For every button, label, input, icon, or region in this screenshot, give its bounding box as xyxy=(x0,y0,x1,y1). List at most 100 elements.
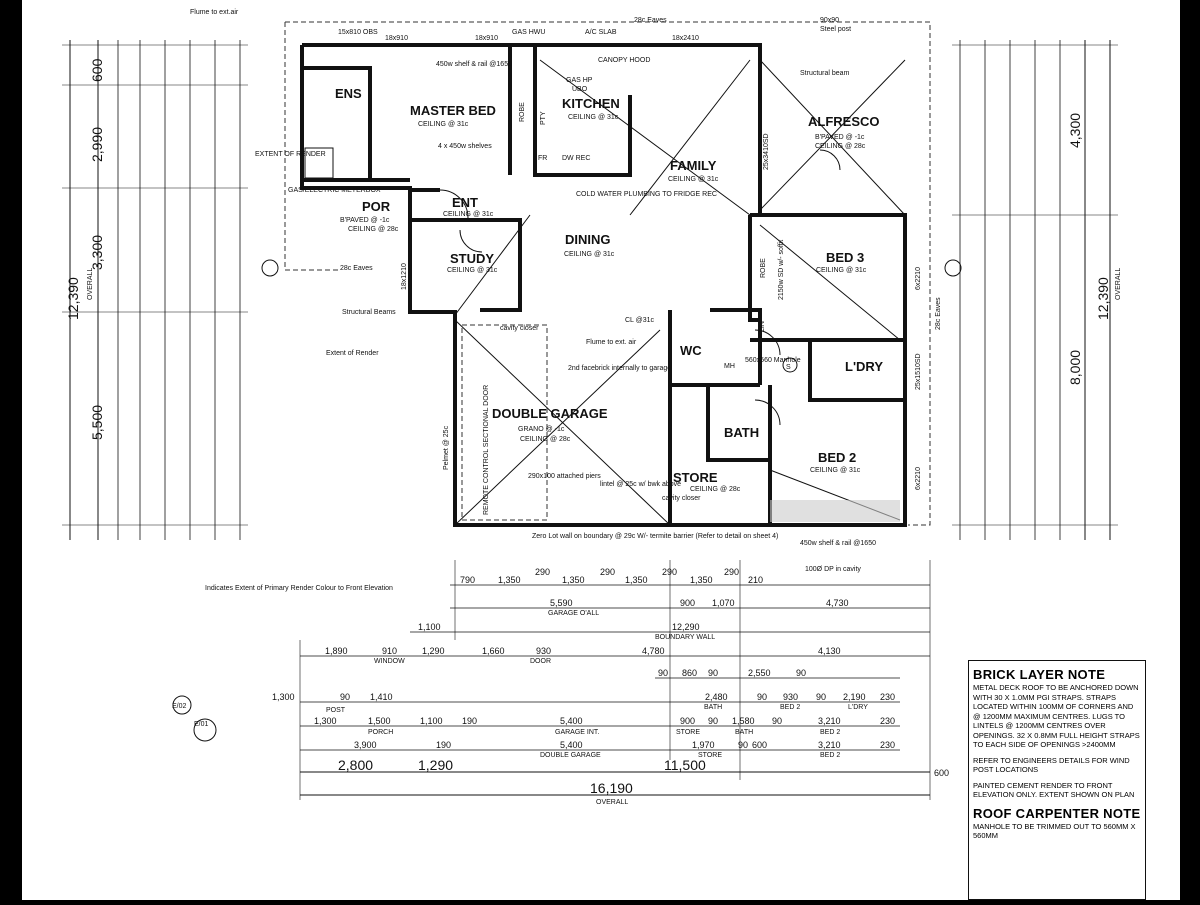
dim-boundary-wall: 12,290 xyxy=(672,622,700,632)
dim-r8-11500: 11,500 xyxy=(664,757,706,773)
dim-r7-4: 90 xyxy=(738,740,748,750)
shower-fixture xyxy=(304,147,334,179)
dimension-lines-left xyxy=(62,40,248,540)
dining-ceiling: CEILING @ 31c xyxy=(564,251,615,258)
alfresco-ceiling: CEILING @ 28c xyxy=(815,143,866,150)
dimension-lines-bottom xyxy=(299,560,931,800)
room-bed3: BED 3 xyxy=(826,250,864,265)
note-window-6x2210a: 6x2210 xyxy=(915,267,922,290)
dim-garage-int-label: GARAGE INT. xyxy=(555,729,599,736)
dim-r6-10: 230 xyxy=(880,716,895,726)
dimension-lines-right xyxy=(952,40,1118,540)
note-window-18x2410: 18x2410 xyxy=(672,35,699,42)
note-mh: MH xyxy=(724,363,735,370)
note-robe-bed3: ROBE xyxy=(760,258,767,278)
dim-right-4300: 4,300 xyxy=(1067,113,1083,148)
brick-layer-note-title: BRICK LAYER NOTE xyxy=(973,667,1106,682)
dim-r6-5: 900 xyxy=(680,716,695,726)
dim-r3-4: 930 xyxy=(536,646,551,656)
smoke-detector-letter: S xyxy=(786,364,791,371)
dim-r6-6: 90 xyxy=(708,716,718,726)
dim-r6-4: 5,400 xyxy=(560,716,583,726)
dim-r5-0: 1,300 xyxy=(272,692,295,702)
garage-ceiling: CEILING @ 28c xyxy=(520,436,571,443)
dim-r3-6: 4,130 xyxy=(818,646,841,656)
dim-boundary-wall-label: BOUNDARY WALL xyxy=(655,634,715,641)
dim-r1-3: 1,350 xyxy=(562,575,585,585)
room-bed2: BED 2 xyxy=(818,450,856,465)
master-bed-ceiling: CEILING @ 31c xyxy=(418,121,469,128)
dim-r4-0: 90 xyxy=(658,668,668,678)
note-cl31: CL @31c xyxy=(625,317,655,324)
dim-r4-2: 90 xyxy=(708,668,718,678)
note-meterbox: GAS/ELECTRIC METERBOX xyxy=(288,187,381,194)
por-paved: B'PAVED @ -1c xyxy=(340,217,390,224)
dim-post-label: POST xyxy=(326,707,346,714)
note-lin: LIN xyxy=(759,321,766,332)
note-post-size: 90x90 xyxy=(820,17,839,24)
note-structural-beams: Structural Beams xyxy=(342,309,396,316)
family-ceiling: CEILING @ 31c xyxy=(668,176,719,183)
garage-grano: GRANO @ -1c xyxy=(518,426,565,433)
dim-left-600: 600 xyxy=(89,58,105,82)
room-ens: ENS xyxy=(335,86,362,101)
elevation-marker-e01-icon xyxy=(193,718,217,742)
dim-r6-9: 3,210 xyxy=(818,716,841,726)
note-lintel: lintel @ 25c w/ bwk above xyxy=(600,481,681,488)
note-cavity-closer-store: cavity closer xyxy=(662,495,701,502)
note-flume-ext: Flume to ext. air xyxy=(586,339,637,346)
note-window-18x910a: 18x910 xyxy=(385,35,408,42)
dim-row-4: 90 860 90 2,550 90 xyxy=(658,668,806,678)
door-swings xyxy=(439,149,841,426)
note-eaves-28: 28c Eaves xyxy=(340,265,373,272)
roof-carpenter-note-text: MANHOLE TO BE TRIMMED OUT TO 560mm x 560… xyxy=(973,821,1136,841)
dim-r6-0: 1,300 xyxy=(314,716,337,726)
note-manhole: 560x560 Manhole xyxy=(745,357,801,364)
dim-r1-1: 1,350 xyxy=(498,575,521,585)
dim-r3-1: 910 xyxy=(382,646,397,656)
note-dw-rec: DW REC xyxy=(562,155,590,162)
dim-r3-3: 1,660 xyxy=(482,646,505,656)
section-marker-left-icon xyxy=(261,259,279,277)
dim-r5-7: 2,190 xyxy=(843,692,866,702)
dim-left-overall-label: OVERALL xyxy=(87,268,94,300)
dim-left-3300: 3,300 xyxy=(89,235,105,270)
note-steel-post: Steel post xyxy=(820,26,851,33)
dim-r6-3: 190 xyxy=(462,716,477,726)
dim-r3-2: 1,290 xyxy=(422,646,445,656)
dim-r1-8: 290 xyxy=(724,567,739,577)
dim-r1-4: 290 xyxy=(600,567,615,577)
dim-left-overall: 12,390 xyxy=(65,277,81,320)
room-double-garage: DOUBLE GARAGE xyxy=(492,406,608,421)
room-bath: BATH xyxy=(724,425,759,440)
dim-row-6: 1,300 1,500 1,100 190 5,400 900 90 1,580… xyxy=(314,716,895,736)
note-pty: PTY xyxy=(540,111,547,125)
dim-r1-7: 1,350 xyxy=(690,575,713,585)
brick-layer-note-text: METAL DECK ROOF TO BE ANCHORED DOWN WITH… xyxy=(973,683,1140,749)
note-facebrick: 2nd facebrick internally to garage xyxy=(568,365,671,372)
room-ent: ENT xyxy=(452,195,478,210)
room-study: STUDY xyxy=(450,251,494,266)
room-store: STORE xyxy=(673,470,718,485)
dim-r8-2800: 2,800 xyxy=(338,757,373,773)
dim-right-overall: 12,390 xyxy=(1095,277,1111,320)
note-window-18x910b: 18x910 xyxy=(475,35,498,42)
dim-r5-3: 2,480 xyxy=(705,692,728,702)
dim-bed2-label: BED 2 xyxy=(780,704,800,711)
internal-walls-north xyxy=(368,45,632,182)
note-obs: 15x810 OBS xyxy=(338,29,378,36)
ent-ceiling: CEILING @ 31c xyxy=(443,211,494,218)
marker-e02: E/02 xyxy=(172,703,187,710)
garage-service-walls xyxy=(668,308,772,525)
note-roller-door: REMOTE CONTROL SECTIONAL DOOR xyxy=(483,385,490,515)
bed3-walls xyxy=(748,215,905,342)
note-extent-of-render: Extent of Render xyxy=(326,350,379,357)
note-extent-render-top: EXTENT OF RENDER xyxy=(255,151,326,158)
study-ceiling: CEILING @ 31c xyxy=(447,267,498,274)
dim-garage-overall-label: GARAGE O'ALL xyxy=(548,610,599,617)
dim-ldry-label: L'DRY xyxy=(848,704,868,711)
dim-bath-label-2: BATH xyxy=(735,729,753,736)
roof-carpenter-note-title: ROOF CARPENTER NOTE xyxy=(973,805,1141,821)
